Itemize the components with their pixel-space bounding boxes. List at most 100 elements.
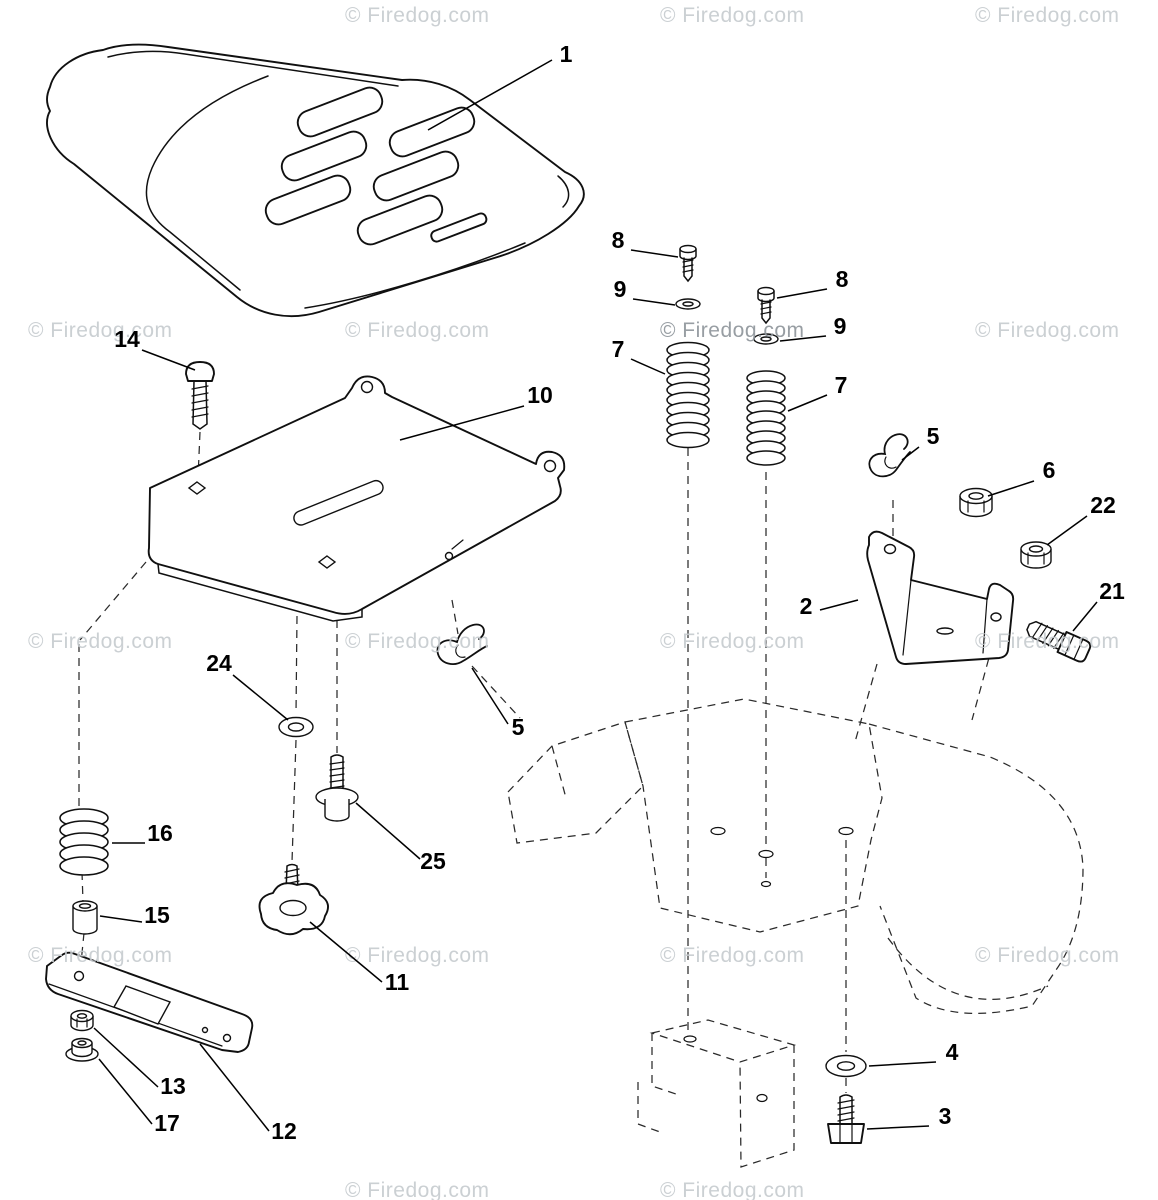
part-bracket-2 — [866, 530, 1015, 665]
part-number-label[interactable]: 8 — [836, 266, 849, 292]
part-knob-11 — [258, 863, 329, 936]
part-number-label[interactable]: 22 — [1090, 492, 1116, 518]
part-number-label[interactable]: 1 — [560, 41, 573, 67]
callout-leader-line — [355, 802, 421, 860]
part-seat-pan-10 — [147, 375, 566, 622]
callout-24: 24 — [206, 650, 289, 721]
part-number-label[interactable]: 13 — [160, 1073, 186, 1099]
callout-4: 4 — [868, 1039, 959, 1067]
callout-17: 17 — [98, 1058, 180, 1136]
watermark-layer: © Firedog.com © Firedog.com © Firedog.com ©… — [28, 4, 1120, 1200]
watermark-text: © Firedog.com — [975, 944, 1120, 967]
callout-leader-line — [1046, 515, 1088, 546]
fender-reference-outline — [507, 698, 1084, 1168]
watermark-text: © Firedog.com — [660, 4, 805, 27]
callout-7: 7 — [787, 372, 848, 412]
callout-leader-line — [309, 921, 383, 983]
callout-leader-line — [787, 394, 828, 412]
callout-leader-line — [630, 249, 679, 258]
callout-10: 10 — [399, 382, 553, 441]
part-number-label[interactable]: 24 — [206, 650, 232, 676]
part-seat — [46, 43, 585, 318]
callout-leader-line — [1072, 601, 1098, 632]
callout-8: 8 — [776, 266, 849, 299]
part-flange-nut-17 — [65, 1037, 99, 1062]
callout-8: 8 — [612, 227, 679, 258]
callout-layer: 1 14 10 8 9 8 9 7 7 5 6 22 21 2 24 5 25 16 15 11 13 17 12 4 3 — [93, 41, 1125, 1144]
callout-leader-line — [99, 915, 143, 923]
part-washer-9-right — [753, 333, 779, 345]
part-number-label[interactable]: 7 — [835, 372, 848, 398]
watermark-text: © Firedog.com — [975, 630, 1120, 653]
part-number-label[interactable]: 6 — [1043, 457, 1056, 483]
callout-11: 11 — [309, 921, 410, 995]
callout-leader-line — [868, 1061, 937, 1067]
part-number-label[interactable]: 5 — [512, 714, 525, 740]
part-number-label[interactable]: 7 — [612, 336, 625, 362]
callout-14: 14 — [114, 326, 196, 371]
part-number-label[interactable]: 3 — [939, 1103, 952, 1129]
part-nut-22 — [1020, 541, 1052, 569]
callout-leader-line — [776, 288, 828, 299]
callout-13: 13 — [93, 1027, 186, 1099]
part-nut-13 — [70, 1009, 94, 1032]
callout-15: 15 — [99, 902, 170, 928]
callout-leader-line — [141, 349, 196, 371]
part-number-label[interactable]: 2 — [800, 593, 813, 619]
watermark-text: © Firedog.com — [660, 319, 805, 342]
callout-leader-line — [427, 59, 553, 131]
callout-5: 5 — [471, 667, 525, 740]
part-nut-6 — [959, 487, 993, 518]
part-shoulder-screw-25 — [315, 754, 359, 822]
callout-7: 7 — [612, 336, 666, 375]
callout-leader-line — [630, 358, 666, 375]
watermark-text: © Firedog.com — [345, 1179, 490, 1200]
callout-5: 5 — [901, 423, 940, 461]
callout-leader-line — [632, 298, 676, 306]
callout-25: 25 — [355, 802, 446, 874]
callout-2: 2 — [800, 593, 859, 619]
part-number-label[interactable]: 15 — [144, 902, 170, 928]
callout-leader-line — [98, 1058, 153, 1125]
watermark-text: © Firedog.com — [660, 630, 805, 653]
watermark-text: © Firedog.com — [345, 630, 490, 653]
callout-9: 9 — [779, 313, 847, 342]
part-washer-24 — [278, 716, 314, 738]
part-retainer-clip-5-right — [868, 433, 911, 478]
part-number-label[interactable]: 14 — [114, 326, 140, 352]
callout-6: 6 — [987, 457, 1056, 497]
watermark-text: © Firedog.com — [975, 319, 1120, 342]
callout-leader-line — [866, 1125, 930, 1130]
watermark-text: © Firedog.com — [28, 319, 173, 342]
callout-leader-line — [232, 674, 289, 721]
part-number-label[interactable]: 17 — [154, 1110, 180, 1136]
part-number-label[interactable]: 8 — [612, 227, 625, 253]
part-number-label[interactable]: 25 — [420, 848, 446, 874]
part-washer-9-left — [675, 298, 701, 310]
callout-leader-line — [93, 1027, 159, 1088]
part-number-label[interactable]: 21 — [1099, 578, 1125, 604]
part-number-label[interactable]: 4 — [946, 1039, 959, 1065]
alignment-lines — [78, 431, 997, 1093]
part-number-label[interactable]: 5 — [927, 423, 940, 449]
callout-21: 21 — [1072, 578, 1125, 632]
part-number-label[interactable]: 16 — [147, 820, 173, 846]
callout-leader-line — [471, 667, 509, 725]
part-number-label[interactable]: 9 — [834, 313, 847, 339]
callout-16: 16 — [112, 820, 173, 846]
watermark-text: © Firedog.com — [28, 630, 173, 653]
part-bolt-3 — [827, 1094, 865, 1144]
watermark-text: © Firedog.com — [660, 1179, 805, 1200]
watermark-text: © Firedog.com — [345, 944, 490, 967]
part-bolt-21 — [1026, 620, 1092, 663]
callout-12: 12 — [199, 1043, 297, 1144]
callout-leader-line — [987, 480, 1035, 497]
part-number-label[interactable]: 12 — [271, 1118, 297, 1144]
part-number-label[interactable]: 9 — [614, 276, 627, 302]
part-spring-7-left — [666, 341, 710, 449]
part-number-label[interactable]: 11 — [385, 969, 410, 995]
watermark-text: © Firedog.com — [345, 4, 490, 27]
part-number-label[interactable]: 10 — [527, 382, 553, 408]
